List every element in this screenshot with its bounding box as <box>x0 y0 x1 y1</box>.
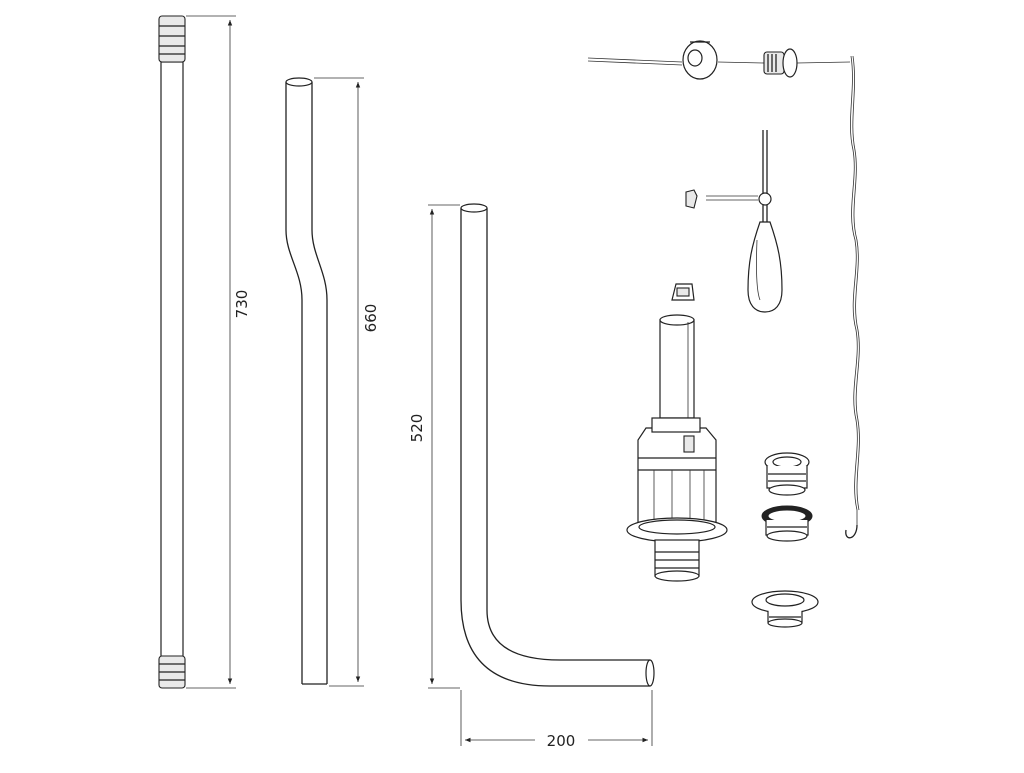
pull-handle <box>685 130 783 313</box>
threaded-connector <box>764 452 810 496</box>
dimension-label-200: 200 <box>547 732 576 750</box>
offset-flush-pipe <box>285 77 328 685</box>
pull-chain <box>845 55 860 539</box>
dimension-200: 200 <box>460 690 653 750</box>
dimension-730: 730 <box>186 15 251 689</box>
pull-rod-assembly <box>587 40 851 80</box>
dimension-660: 660 <box>314 77 380 687</box>
dimension-520: 520 <box>408 204 460 689</box>
dimension-label-660: 660 <box>362 304 380 333</box>
dimension-label-520: 520 <box>408 414 426 443</box>
straight-flush-pipe <box>158 15 186 689</box>
bottom-seal <box>751 590 819 628</box>
bent-flush-pipe <box>460 203 655 687</box>
dimension-label-730: 730 <box>233 290 251 319</box>
flush-valve <box>626 283 728 582</box>
sealing-ring <box>761 505 813 542</box>
